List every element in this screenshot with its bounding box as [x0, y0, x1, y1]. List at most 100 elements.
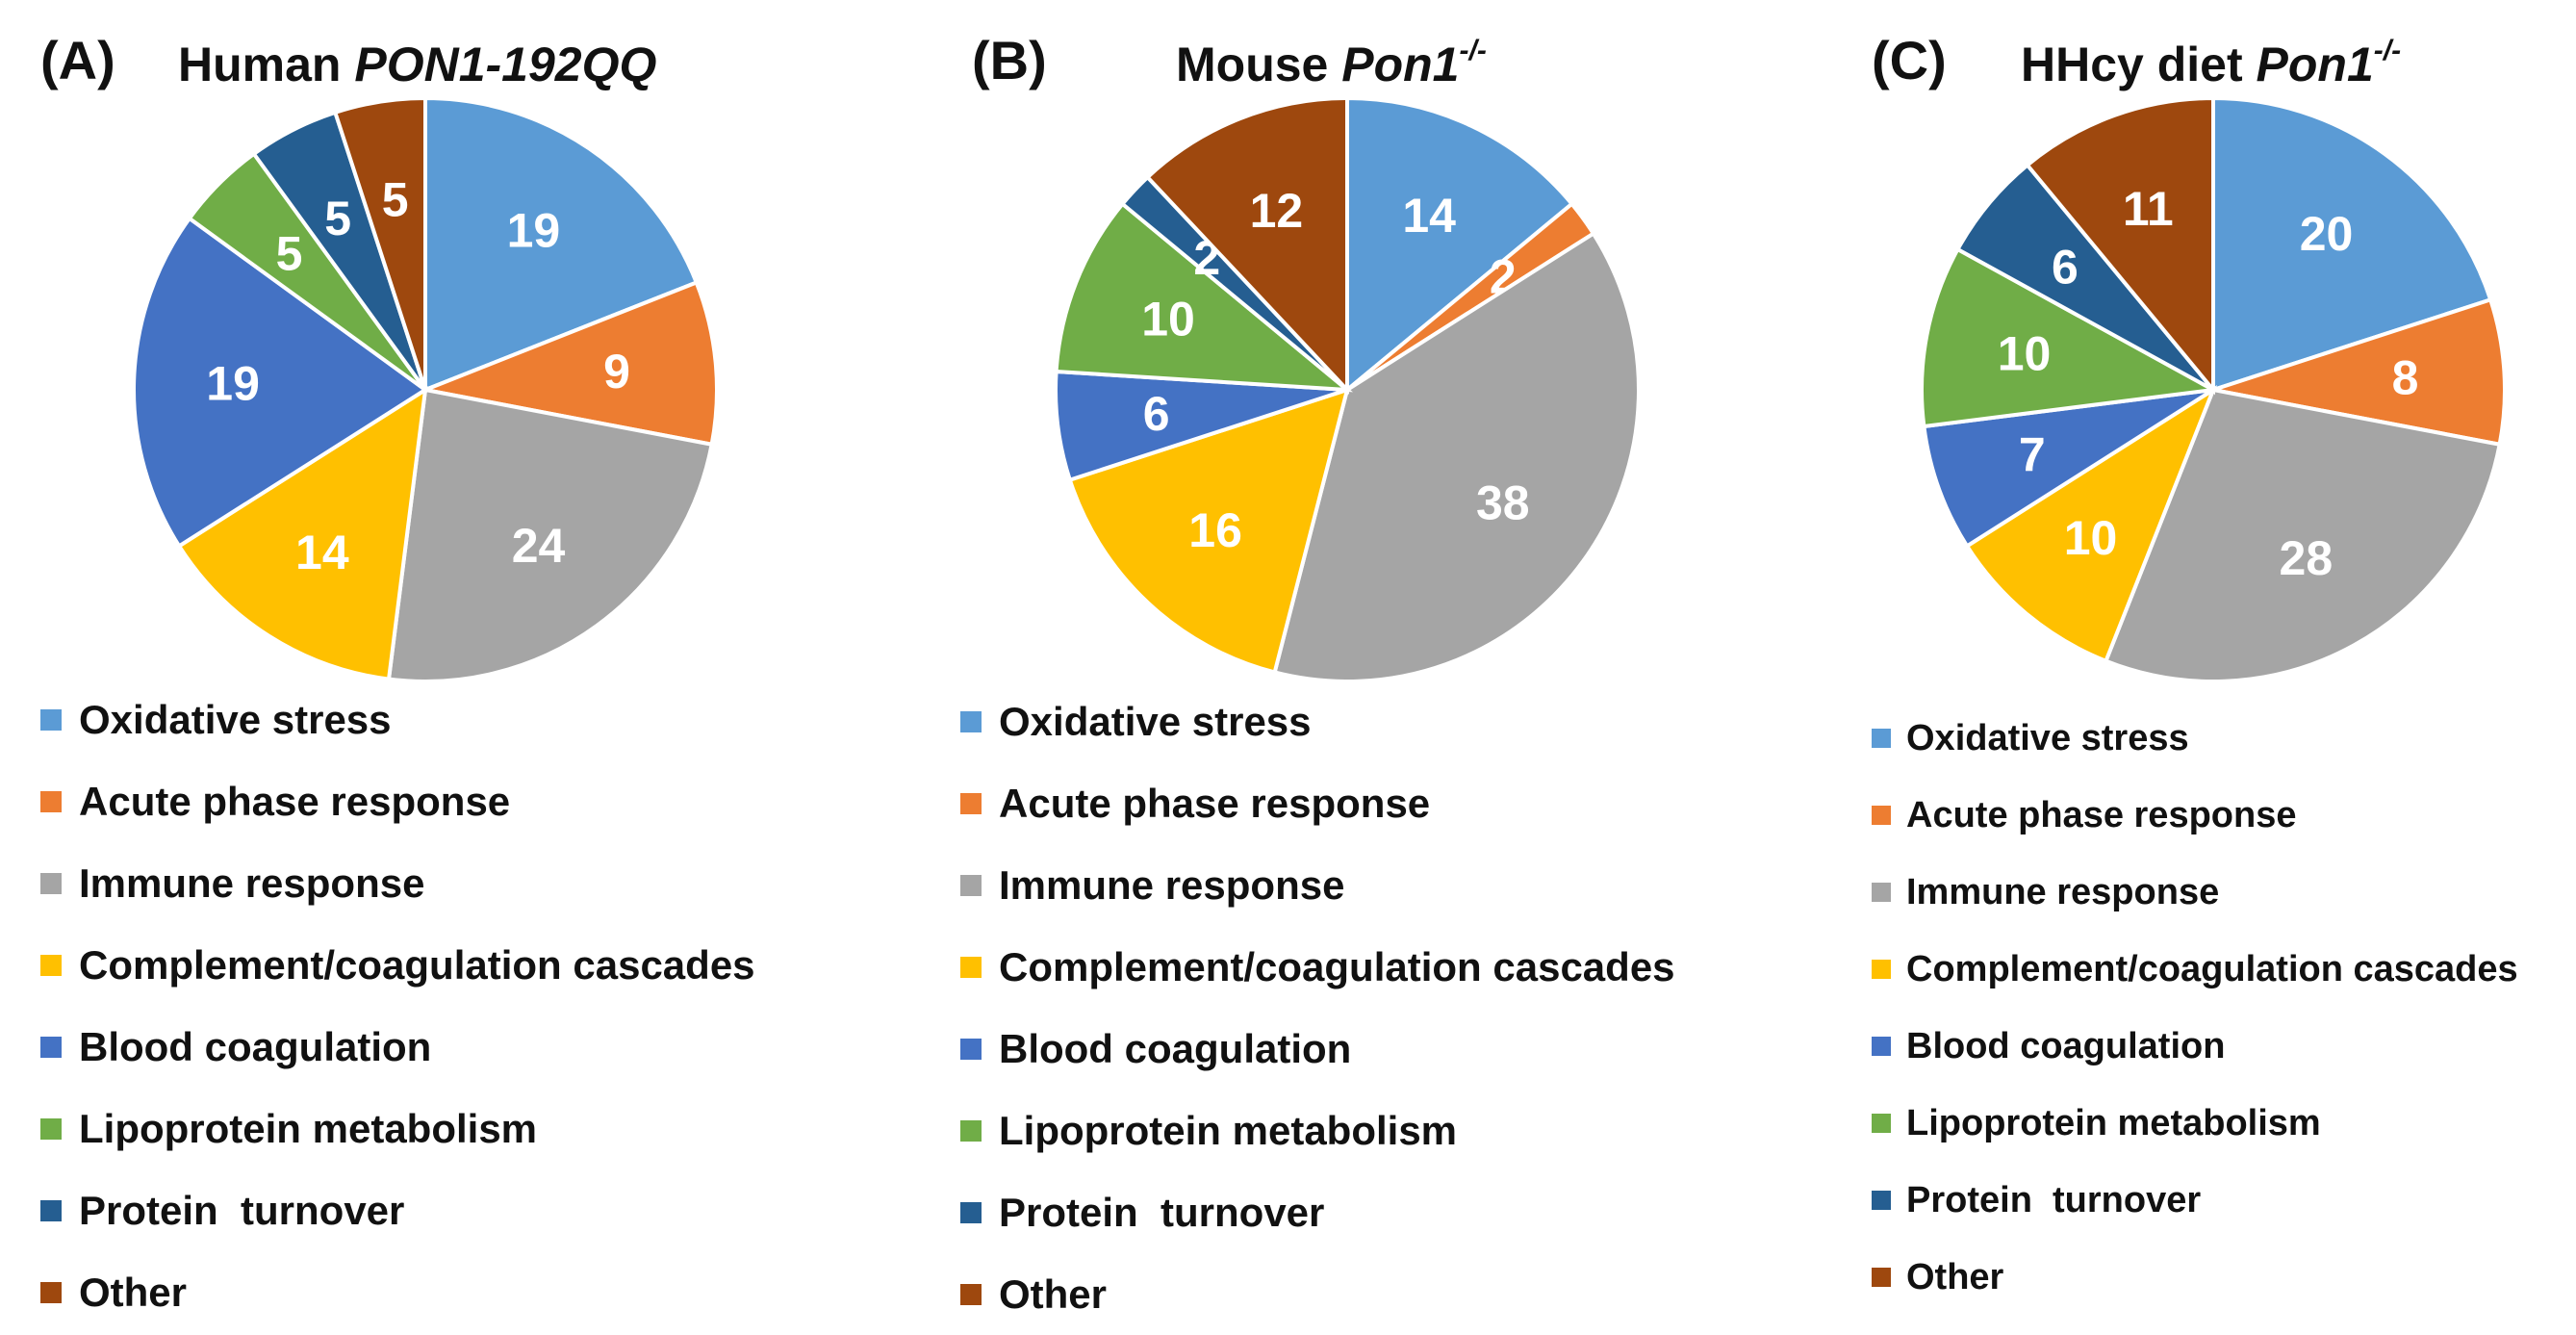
- legend-swatch: [960, 1283, 982, 1305]
- legend-label: Lipoprotein metabolism: [79, 1105, 538, 1151]
- data-label-oxidative-stress: 14: [1402, 189, 1456, 243]
- legend-label: Lipoprotein metabolism: [1906, 1102, 2321, 1143]
- legend-label: Protein turnover: [1906, 1179, 2202, 1220]
- legend-label: Acute phase response: [79, 778, 511, 824]
- pie-slice-immune-response: [386, 387, 714, 683]
- legend-label: Immune response: [1906, 871, 2220, 912]
- legend-label: Other: [999, 1271, 1108, 1317]
- legend-label: Oxidative stress: [999, 698, 1312, 744]
- legend-swatch: [1872, 1037, 1891, 1056]
- data-label-lipoprotein-metabolism: 10: [1141, 292, 1195, 346]
- data-label-oxidative-stress: 19: [507, 204, 561, 258]
- legend-item-immune-response: Immune response: [1872, 854, 2518, 931]
- legend-item-other: Other: [1872, 1239, 2518, 1316]
- panel-label: (B): [972, 30, 1047, 90]
- legend-label: Complement/coagulation cascades: [79, 941, 755, 988]
- legend-swatch: [1872, 1114, 1891, 1133]
- legend-label: Oxidative stress: [1906, 717, 2189, 758]
- pie-slice-complement-coagulation-cascades: [1067, 386, 1350, 675]
- legend-item-blood-coagulation: Blood coagulation: [40, 1006, 755, 1088]
- legend-label: Blood coagulation: [1906, 1025, 2226, 1066]
- data-label-immune-response: 38: [1476, 476, 1530, 530]
- legend-item-acute-phase-response: Acute phase response: [1872, 777, 2518, 854]
- pie-slice-other: [332, 95, 427, 391]
- data-label-complement-coagulation-cascades: 16: [1188, 503, 1242, 557]
- pie-slice-complement-coagulation-cascades: [176, 386, 428, 681]
- legend-label: Acute phase response: [1906, 794, 2297, 835]
- legend-label: Complement/coagulation cascades: [1906, 948, 2518, 989]
- pie-slice-acute-phase-response: [418, 279, 719, 448]
- pie-slice-lipoprotein-metabolism: [1920, 246, 2220, 429]
- data-label-acute-phase-response: 9: [603, 345, 630, 398]
- data-label-other: 11: [2123, 182, 2174, 236]
- legend-swatch: [1872, 729, 1891, 748]
- legend-label: Complement/coagulation cascades: [999, 943, 1675, 989]
- legend-item-lipoprotein-metabolism: Lipoprotein metabolism: [960, 1090, 1675, 1171]
- pie-slice-other: [2025, 95, 2215, 396]
- data-label-immune-response: 28: [2280, 531, 2334, 585]
- legend-item-oxidative-stress: Oxidative stress: [960, 680, 1675, 762]
- legend-swatch: [40, 1199, 62, 1221]
- legend-swatch: [40, 1281, 62, 1303]
- data-label-other: 12: [1250, 184, 1304, 238]
- data-label-acute-phase-response: 8: [2392, 350, 2419, 404]
- data-label-complement-coagulation-cascades: 10: [2064, 511, 2118, 565]
- data-label-protein-turnover: 5: [324, 192, 351, 245]
- legend-label: Other: [1906, 1256, 2004, 1297]
- legend-item-protein-turnover: Protein turnover: [40, 1169, 755, 1251]
- legend-item-other: Other: [40, 1251, 755, 1333]
- legend-label: Blood coagulation: [79, 1023, 432, 1069]
- legend-label: Other: [79, 1269, 188, 1315]
- legend-swatch: [1872, 1191, 1891, 1210]
- pie-slice-oxidative-stress: [423, 95, 700, 393]
- panel-title: Mouse Pon1-/-: [1176, 35, 1487, 91]
- legend-item-acute-phase-response: Acute phase response: [40, 760, 755, 842]
- legend-item-complement-coagulation-cascades: Complement/coagulation cascades: [40, 924, 755, 1006]
- legend-label: Immune response: [999, 861, 1345, 908]
- legend-item-blood-coagulation: Blood coagulation: [1872, 1008, 2518, 1085]
- data-label-blood-coagulation: 7: [2019, 428, 2046, 482]
- legend-swatch: [960, 1201, 982, 1223]
- legend-item-oxidative-stress: Oxidative stress: [40, 679, 755, 760]
- pie-slice-lipoprotein-metabolism: [1054, 201, 1354, 393]
- pie-slice-complement-coagulation-cascades: [1964, 385, 2218, 664]
- legend-label: Blood coagulation: [999, 1025, 1352, 1071]
- legend-label: Protein turnover: [999, 1189, 1325, 1235]
- data-label-blood-coagulation: 6: [1143, 387, 1170, 441]
- pie-slice-immune-response: [2103, 387, 2502, 683]
- legend-label: Lipoprotein metabolism: [999, 1107, 1458, 1153]
- data-label-immune-response: 24: [512, 519, 566, 573]
- legend-label: Acute phase response: [999, 780, 1431, 826]
- legend-swatch: [1872, 883, 1891, 902]
- legend-swatch: [40, 1036, 62, 1058]
- legend-item-lipoprotein-metabolism: Lipoprotein metabolism: [40, 1088, 755, 1169]
- legend-swatch: [1872, 806, 1891, 825]
- legend-item-acute-phase-response: Acute phase response: [960, 762, 1675, 844]
- data-label-protein-turnover: 6: [2052, 241, 2079, 295]
- legend-item-lipoprotein-metabolism: Lipoprotein metabolism: [1872, 1085, 2518, 1162]
- data-label-blood-coagulation: 19: [206, 357, 260, 411]
- legend-item-complement-coagulation-cascades: Complement/coagulation cascades: [960, 926, 1675, 1008]
- data-label-other: 5: [382, 172, 409, 226]
- panel-title: HHcy diet Pon1-/-: [2021, 35, 2402, 91]
- data-label-complement-coagulation-cascades: 14: [295, 526, 349, 579]
- pie-slice-blood-coagulation: [1922, 388, 2215, 550]
- legend-item-complement-coagulation-cascades: Complement/coagulation cascades: [1872, 931, 2518, 1008]
- legend-swatch: [960, 1119, 982, 1142]
- legend-swatch: [1872, 960, 1891, 979]
- legend-swatch: [960, 956, 982, 978]
- legend-swatch: [960, 792, 982, 814]
- legend-swatch: [960, 710, 982, 732]
- legend-swatch: [960, 874, 982, 896]
- data-label-lipoprotein-metabolism: 10: [1998, 327, 2052, 381]
- data-label-lipoprotein-metabolism: 5: [276, 227, 303, 281]
- legend-swatch: [40, 1117, 62, 1140]
- pie-slice-acute-phase-response: [2212, 296, 2507, 448]
- legend-swatch: [40, 708, 62, 731]
- legend-item-protein-turnover: Protein turnover: [960, 1171, 1675, 1253]
- pie-slice-immune-response: [1272, 230, 1641, 683]
